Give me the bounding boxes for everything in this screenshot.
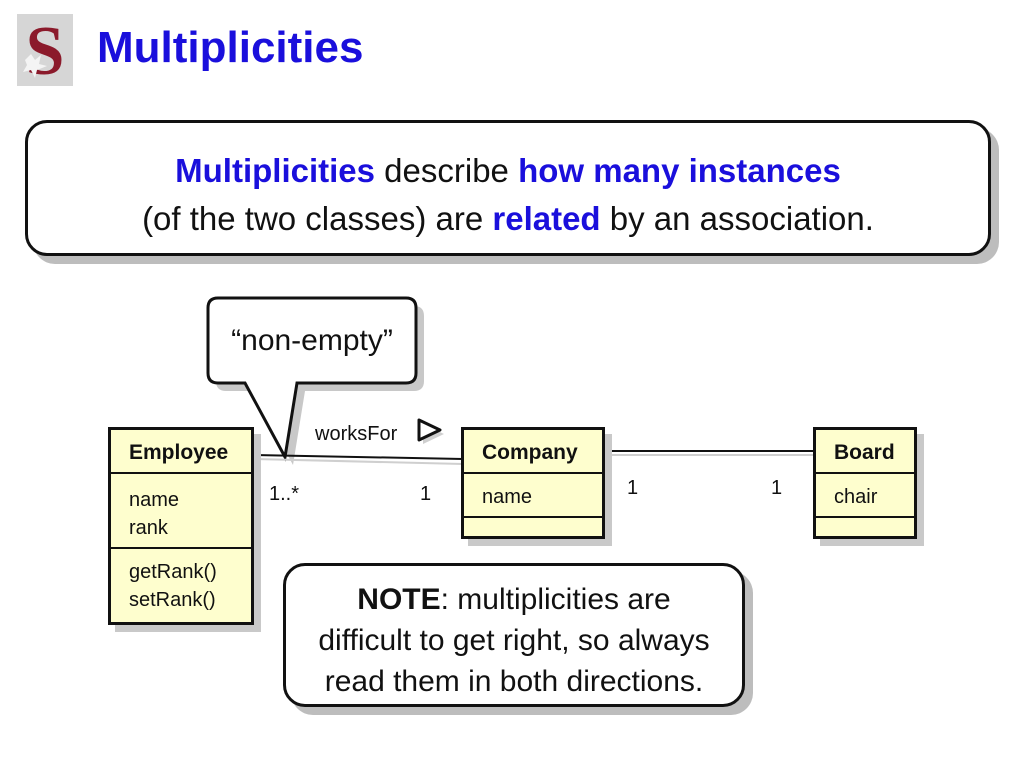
class-employee-operations: getRank() setRank()	[111, 549, 251, 614]
class-company: Company name	[461, 427, 605, 539]
callout-text: “non-empty”	[231, 324, 393, 357]
association-name-label: worksFor	[315, 423, 398, 445]
definition-line-1: Multiplicities describe how many instanc…	[28, 147, 988, 195]
note-label: NOTE	[357, 583, 441, 616]
multiplicity-board: 1	[771, 477, 783, 499]
university-logo: S	[17, 13, 73, 90]
note-line-3: read them in both directions.	[324, 665, 704, 698]
class-employee-attributes: name rank	[111, 474, 251, 549]
note-box: NOTE: multiplicities are difficult to ge…	[283, 563, 745, 707]
page-title: Multiplicities	[97, 23, 364, 72]
class-employee-operation: getRank()	[129, 561, 217, 583]
class-company-name: Company	[464, 430, 602, 474]
class-employee: Employee name rank getRank() setRank()	[108, 427, 254, 625]
definition-line-2: (of the two classes) are related by an a…	[28, 195, 988, 243]
definition-box: Multiplicities describe how many instanc…	[25, 120, 991, 256]
association-line-works-for-shadow	[253, 458, 464, 465]
definition-text-2: (of the two classes) are	[142, 200, 493, 237]
class-board-attribute: chair	[834, 486, 878, 508]
direction-triangle-icon	[417, 418, 442, 442]
logo-emblem-icon: S	[17, 13, 73, 90]
class-employee-name: Employee	[111, 430, 251, 474]
class-employee-attribute: rank	[129, 517, 168, 539]
multiplicity-company-works-for: 1	[420, 483, 432, 505]
multiplicity-employee: 1..*	[269, 483, 300, 505]
definition-emphasis-1: how many instances	[518, 152, 841, 189]
class-company-attribute: name	[482, 486, 533, 508]
note-line-1: NOTE: multiplicities are	[286, 579, 742, 620]
note-text-1: : multiplicities are	[440, 583, 671, 616]
class-board-name: Board	[816, 430, 914, 474]
class-board: Board chair	[813, 427, 917, 539]
definition-term: Multiplicities	[175, 152, 375, 189]
class-company-attributes: name	[464, 474, 602, 518]
class-board-attributes: chair	[816, 474, 914, 518]
callout-bubble	[206, 296, 418, 462]
class-employee-attribute: name	[129, 489, 180, 511]
association-line-works-for	[253, 454, 464, 460]
definition-text-3: by an association.	[600, 200, 874, 237]
class-employee-operation: setRank()	[129, 589, 216, 611]
svg-text:S: S	[26, 14, 65, 86]
definition-emphasis-2: related	[492, 200, 601, 237]
multiplicity-company-board: 1	[627, 477, 639, 499]
note-line-2: difficult to get right, so always	[318, 624, 710, 657]
definition-text-1: describe	[375, 152, 519, 189]
